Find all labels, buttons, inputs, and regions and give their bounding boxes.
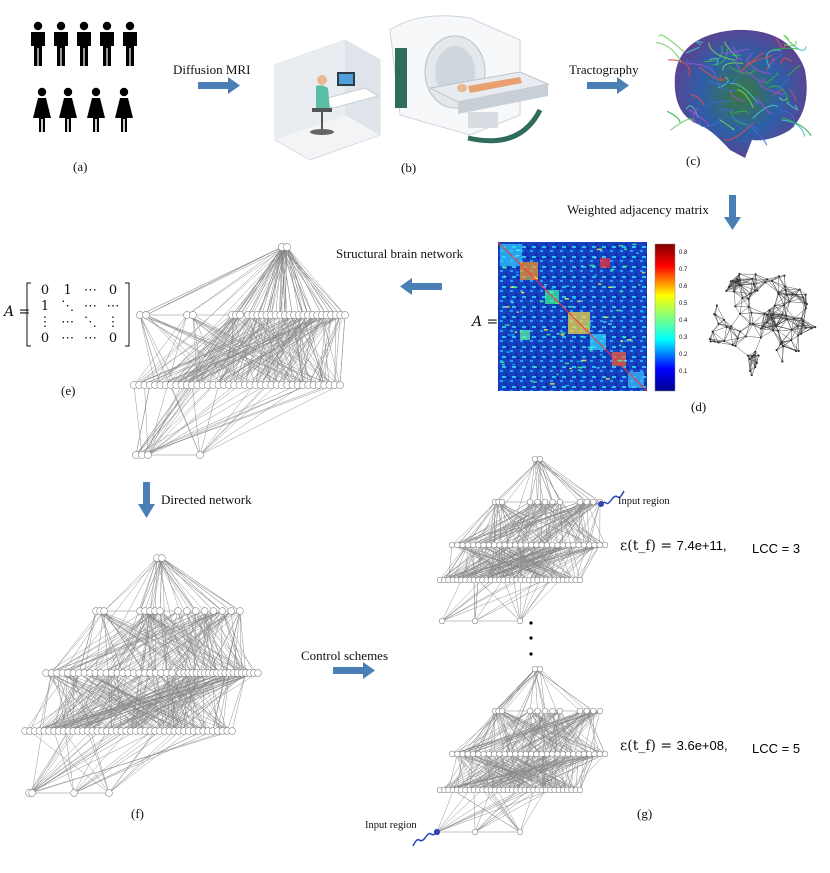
arrow-control-icon	[333, 662, 375, 679]
caption-d: (d)	[691, 399, 707, 414]
directed-network-graph	[21, 554, 262, 797]
matrix-e-cell: 0	[40, 283, 50, 298]
colorbar-tick-label: 0.1	[679, 369, 688, 375]
arrow-diffusion-icon	[198, 77, 240, 94]
matrix-e-cell: 1	[40, 299, 50, 314]
scheme-2-energy: ε(t_f) = 3.6e+08,	[620, 738, 728, 754]
mri-scanner-illustration	[274, 15, 550, 161]
matrix-e-prefix: A =	[4, 304, 31, 320]
colorbar-tick-label: 0.7	[679, 267, 688, 273]
caption-a: (a)	[73, 159, 88, 174]
colorbar-tick-label: 0.4	[679, 318, 688, 324]
colorbar-tick-label: 0.8	[679, 250, 688, 256]
label-diffusion-mri: Diffusion MRI	[173, 62, 251, 77]
matrix-e-row: 0 ⋯ ⋯ 0	[34, 331, 124, 347]
structural-network-graph	[130, 243, 349, 459]
matrix-e-cell: ⋱	[83, 315, 97, 330]
colorbar-tick-label: 0.3	[679, 335, 688, 341]
caption-f: (f)	[131, 806, 144, 821]
caption-e: (e)	[61, 383, 76, 398]
matrix-e-row: 1 ⋱ ⋯ ⋯	[34, 299, 124, 315]
colorbar-ticks: 0.8 0.7 0.6 0.5 0.4 0.3 0.2 0.1	[679, 250, 699, 385]
matrix-e-cell: 0	[108, 283, 118, 298]
scheme-1-lcc: LCC = 3	[752, 541, 801, 556]
label-structural-network: Structural brain network	[336, 246, 464, 261]
label-input-region-bottom: Input region	[365, 820, 417, 831]
matrix-e-cell: ⋯	[61, 315, 75, 330]
ellipsis-dots	[529, 621, 533, 656]
colorbar	[654, 243, 676, 392]
label-input-region-top: Input region	[618, 496, 670, 507]
arrow-adjacency-icon	[724, 195, 741, 230]
colorbar-tick-label: 0.5	[679, 301, 688, 307]
label-tractography: Tractography	[569, 62, 639, 77]
scheme-2-energy-lhs: ε(t_f) =	[620, 738, 677, 754]
matrix-e-cell: ⋯	[83, 331, 97, 346]
matrix-e-cell: 0	[108, 331, 118, 346]
arrow-structural-icon	[400, 278, 442, 295]
scheme-1-energy-value: 7.4e+11,	[676, 538, 727, 553]
input-marker-bottom-icon	[412, 829, 440, 847]
control-scheme-network-2	[433, 665, 609, 836]
people-icon-group	[31, 21, 137, 132]
matrix-e-cell: ⋮	[106, 315, 120, 330]
caption-c: (c)	[686, 153, 701, 168]
label-weighted-adjacency: Weighted adjacency matrix	[567, 202, 709, 217]
label-directed-network: Directed network	[161, 492, 252, 507]
scheme-2-energy-value: 3.6e+08,	[676, 738, 728, 753]
control-scheme-network-1	[436, 455, 609, 625]
caption-g: (g)	[637, 806, 653, 821]
scheme-1-energy: ε(t_f) = 7.4e+11,	[620, 538, 727, 554]
colorbar-tick-label: 0.2	[679, 352, 688, 358]
matrix-e-cell: ⋯	[106, 299, 120, 314]
matrix-bracket	[26, 282, 130, 347]
matrix-e-cell: ⋯	[83, 299, 97, 314]
adjacency-matrix-heatmap	[497, 241, 648, 392]
input-marker-top-icon	[598, 490, 625, 507]
arrow-tractography-icon	[587, 77, 629, 94]
matrix-e-cell: 1	[63, 283, 72, 298]
scheme-1-energy-lhs: ε(t_f) =	[620, 538, 677, 554]
arrow-directed-icon	[138, 482, 155, 518]
matrix-e-cell: ⋮	[38, 315, 52, 330]
matrix-e-cell: ⋱	[61, 299, 75, 314]
scheme-2-lcc: LCC = 5	[752, 741, 801, 756]
brain-network-mesh	[708, 272, 817, 377]
matrix-d-prefix: A =	[472, 314, 499, 330]
matrix-e-row: ⋮ ⋯ ⋱ ⋮	[34, 315, 124, 331]
matrix-e-cell: ⋯	[61, 331, 75, 346]
caption-b: (b)	[401, 160, 417, 175]
colorbar-tick-label: 0.6	[679, 284, 688, 290]
matrix-e-cell: ⋯	[83, 283, 97, 298]
brain-tractography-image	[655, 29, 812, 159]
label-control-schemes: Control schemes	[301, 648, 389, 663]
matrix-e-cell: 0	[40, 331, 50, 346]
